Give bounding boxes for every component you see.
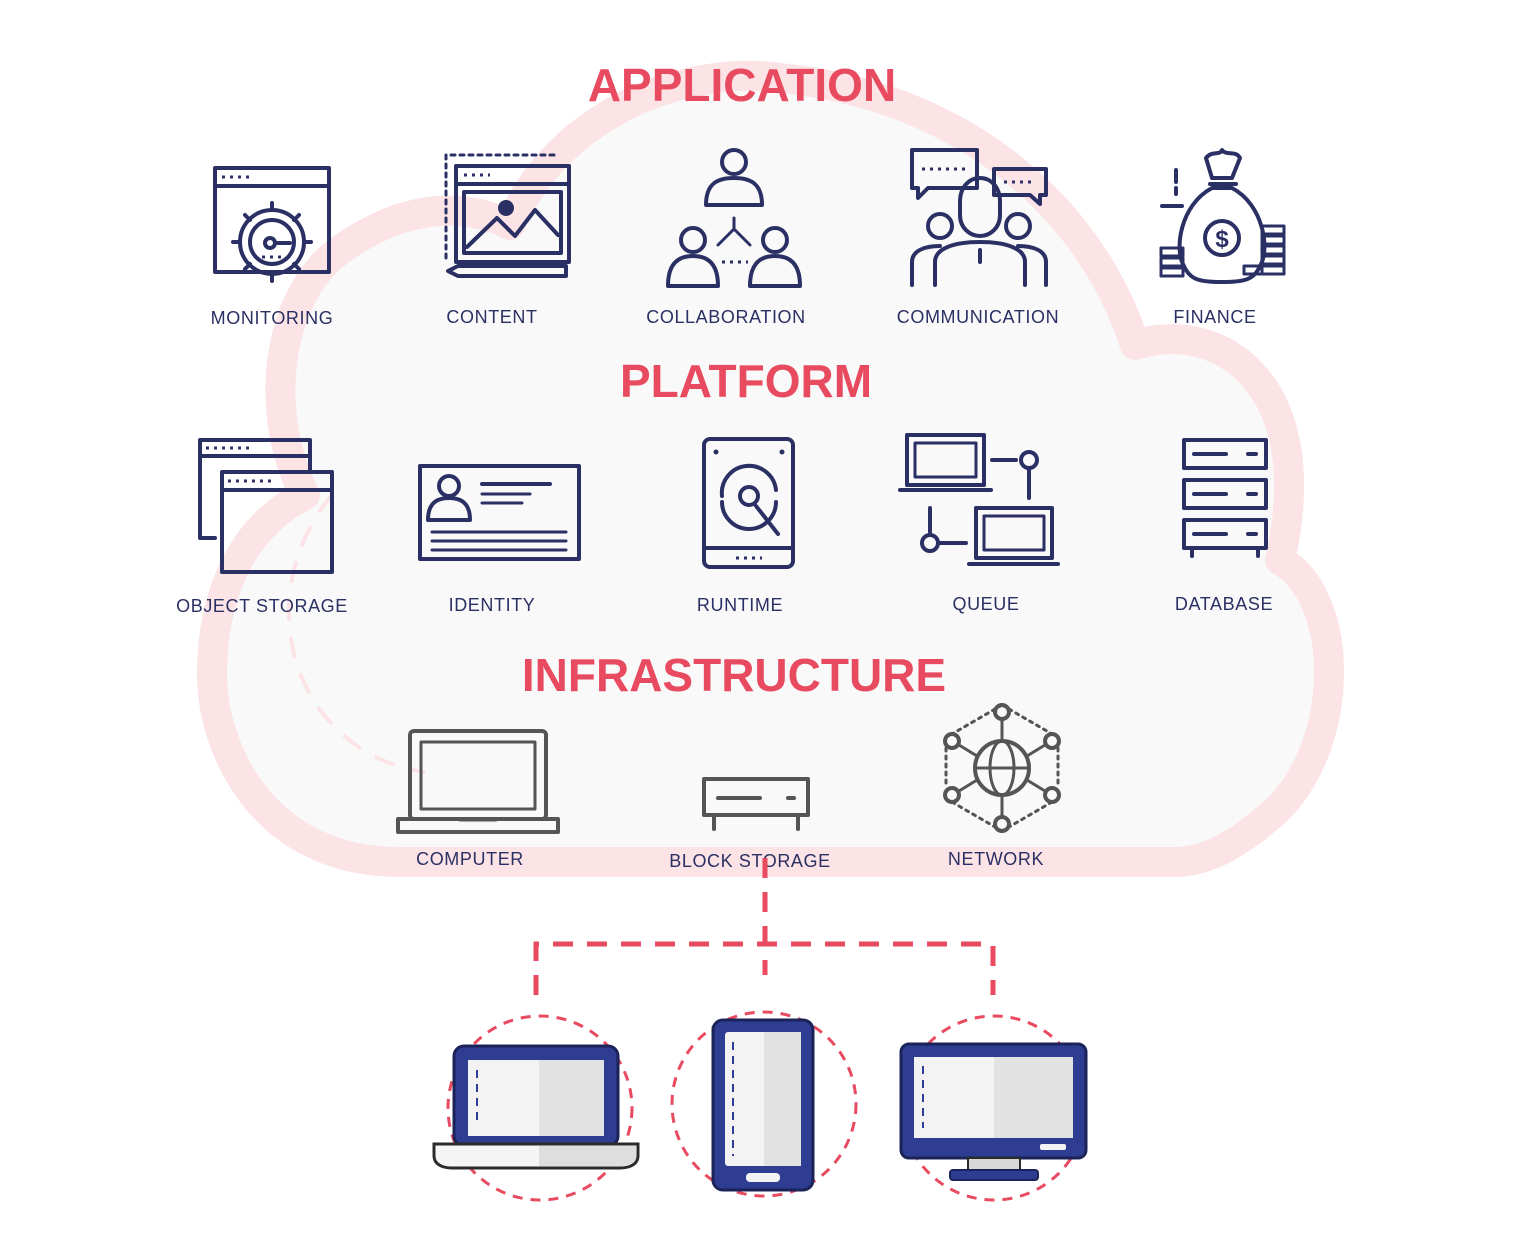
collaboration-label: COLLABORATION [646, 307, 806, 327]
identity-label: IDENTITY [449, 595, 536, 615]
identity-icon [418, 464, 581, 561]
runtime-icon [702, 437, 795, 569]
content-icon [444, 153, 571, 278]
database-label: DATABASE [1175, 594, 1273, 614]
application-heading: APPLICATION [588, 59, 896, 111]
client-phone-icon [670, 1010, 858, 1198]
object-storage-icon [198, 438, 334, 574]
communication-label: COMMUNICATION [897, 307, 1059, 327]
block-storage-icon [702, 777, 810, 831]
connector-lines [533, 858, 996, 995]
finance-label: FINANCE [1173, 307, 1256, 327]
collaboration-icon [666, 148, 802, 288]
network-icon [943, 703, 1061, 833]
block-storage-label: BLOCK STORAGE [669, 851, 831, 871]
platform-heading: PLATFORM [620, 355, 872, 407]
communication-icon [910, 148, 1048, 287]
monitoring-icon [213, 166, 331, 283]
queue-label: QUEUE [952, 594, 1019, 614]
cloud-background [197, 60, 1344, 877]
network-label: NETWORK [948, 849, 1044, 869]
runtime-label: RUNTIME [697, 595, 783, 615]
database-icon [1182, 438, 1268, 558]
client-laptop-icon [432, 1014, 640, 1202]
computer-icon [396, 729, 560, 834]
finance-icon: $ [1159, 148, 1286, 284]
computer-label: COMPUTER [416, 849, 524, 869]
content-label: CONTENT [446, 307, 537, 327]
infrastructure-heading: INFRASTRUCTURE [522, 649, 946, 701]
monitoring-label: MONITORING [211, 308, 334, 328]
svg-text:$: $ [1215, 226, 1229, 253]
object-storage-label: OBJECT STORAGE [176, 596, 348, 616]
queue-icon [898, 433, 1060, 566]
client-monitor-icon [899, 1014, 1088, 1202]
